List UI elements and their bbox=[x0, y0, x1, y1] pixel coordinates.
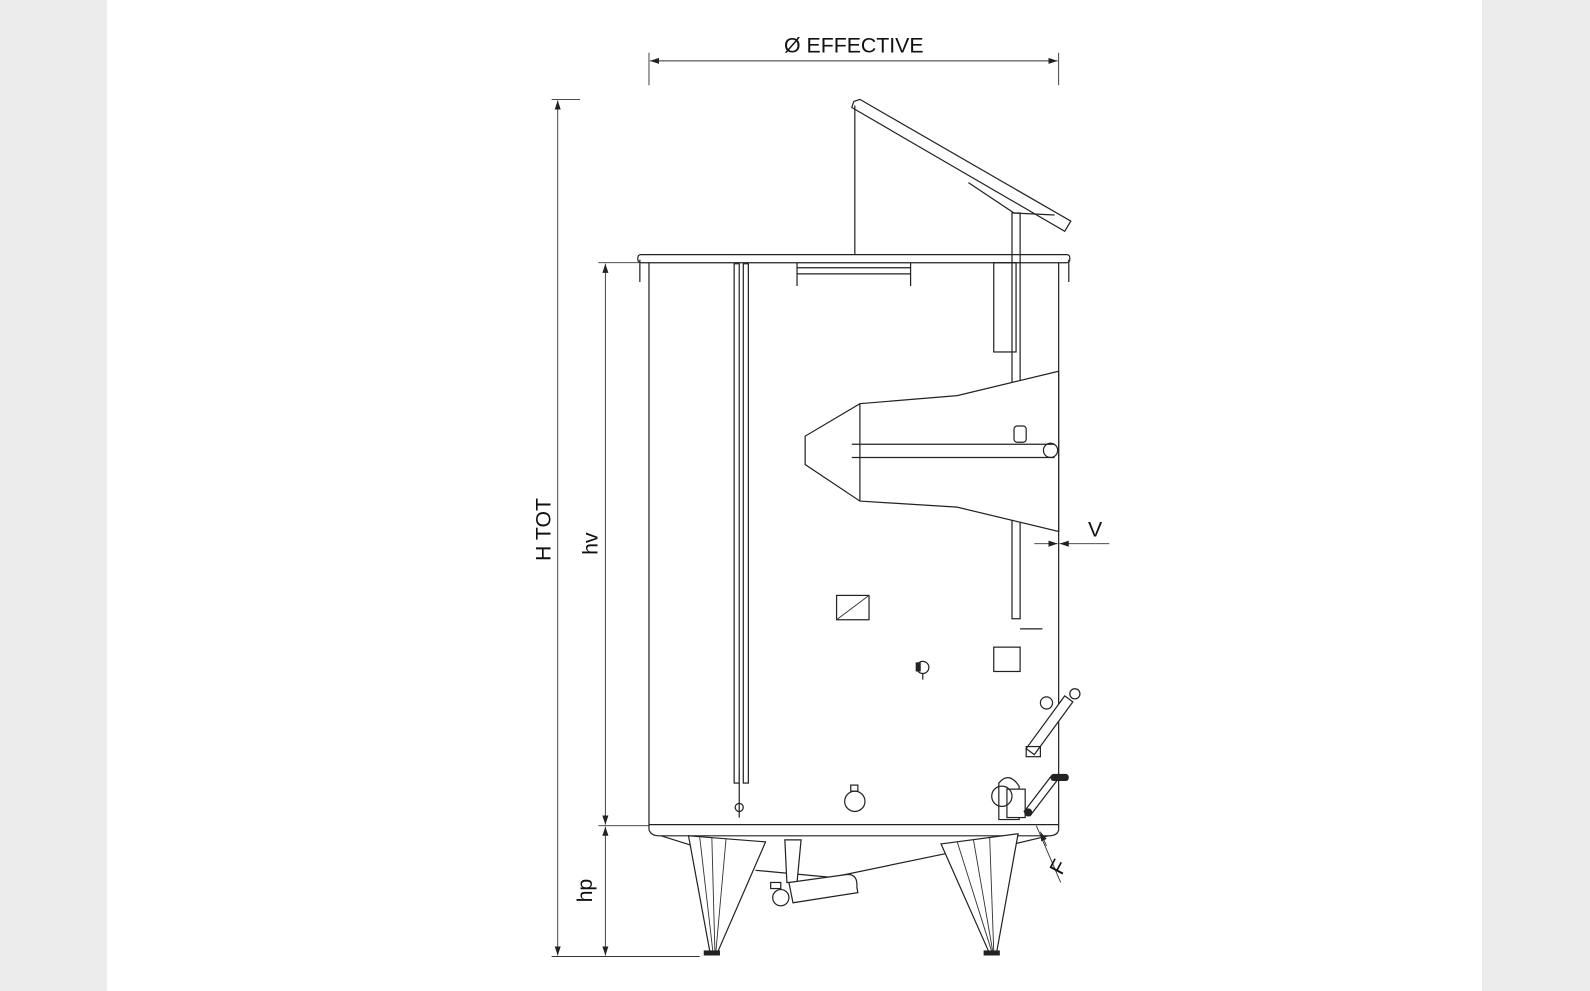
drain-valve bbox=[844, 784, 866, 813]
thermometer-valve bbox=[1025, 688, 1081, 758]
sample-tap bbox=[915, 660, 930, 680]
outlet-valve bbox=[991, 773, 1069, 821]
dimension-hp: hp bbox=[573, 826, 609, 956]
label-hv: hv bbox=[578, 532, 602, 555]
dimension-f: F bbox=[1035, 825, 1072, 883]
label-v: V bbox=[1088, 518, 1103, 542]
leg-left bbox=[687, 835, 767, 956]
bottom-drain bbox=[770, 839, 859, 907]
label-f: F bbox=[1045, 856, 1072, 879]
dimension-v: V bbox=[1034, 518, 1110, 547]
label-total-height: H TOT bbox=[532, 498, 556, 561]
dimension-hv: hv bbox=[578, 262, 649, 827]
label-diameter: Ø EFFECTIVE bbox=[784, 34, 924, 58]
drawing-sheet bbox=[107, 0, 1482, 991]
hopper bbox=[804, 370, 1060, 533]
leg-right bbox=[940, 833, 1019, 956]
label-hp: hp bbox=[573, 879, 597, 903]
dimension-diameter: Ø EFFECTIVE bbox=[648, 34, 1060, 86]
nameplate bbox=[835, 594, 870, 621]
level-gauge bbox=[733, 263, 749, 818]
dimension-total-height: H TOT bbox=[532, 98, 700, 957]
top-hatch bbox=[796, 262, 912, 287]
tank-body bbox=[637, 253, 1071, 879]
